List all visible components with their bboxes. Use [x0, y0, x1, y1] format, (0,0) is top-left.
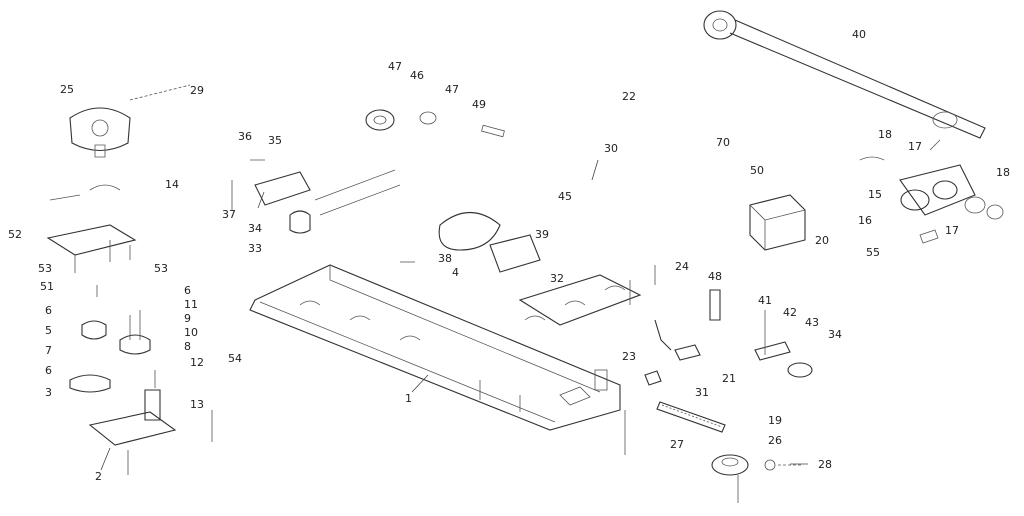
callout: 4 — [452, 266, 459, 279]
right-center-mechanism — [518, 265, 656, 326]
callout: 17 — [908, 140, 922, 153]
callout: 35 — [268, 134, 282, 147]
callout: 21 — [722, 372, 736, 385]
callout: 32 — [550, 272, 564, 285]
callout: 23 — [622, 350, 636, 363]
callout-labels: 1 2 3 4 5 6 6 6 7 8 9 10 11 12 13 14 15 … — [8, 28, 1010, 483]
callout: 16 — [858, 214, 872, 227]
callout: 6 — [184, 284, 191, 297]
callout: 10 — [184, 326, 198, 339]
callout: 6 — [45, 304, 52, 317]
callout: 24 — [675, 260, 689, 273]
callout: 50 — [750, 164, 764, 177]
callout: 55 — [866, 246, 880, 259]
callout: 41 — [758, 294, 772, 307]
callout: 34 — [248, 222, 262, 235]
callout: 53 — [154, 262, 168, 275]
callout: 17 — [945, 224, 959, 237]
motor-block — [749, 194, 806, 251]
callout: 70 — [716, 136, 730, 149]
callout: 52 — [8, 228, 22, 241]
callout: 54 — [228, 352, 242, 365]
left-mechanism-stack — [46, 84, 213, 475]
callout: 13 — [190, 398, 204, 411]
callout: 19 — [768, 414, 782, 427]
callout: 18 — [878, 128, 892, 141]
callout: 34 — [828, 328, 842, 341]
callout: 2 — [95, 470, 102, 483]
callout: 8 — [184, 340, 191, 353]
callout: 18 — [996, 166, 1010, 179]
callout: 5 — [45, 324, 52, 337]
callout: 51 — [40, 280, 54, 293]
chassis-frame — [249, 264, 621, 431]
callout: 43 — [805, 316, 819, 329]
spring-assembly — [754, 310, 813, 378]
callout: 40 — [852, 28, 866, 41]
callout: 12 — [190, 356, 204, 369]
callout: 39 — [535, 228, 549, 241]
callout: 25 — [60, 83, 74, 96]
callout: 48 — [708, 270, 722, 283]
callout: 1 — [405, 392, 412, 405]
callout: 28 — [818, 458, 832, 471]
right-gearbox — [859, 111, 1004, 244]
callout: 53 — [38, 262, 52, 275]
long-shaft — [703, 10, 986, 139]
callout: 26 — [768, 434, 782, 447]
callout: 47 — [445, 83, 459, 96]
callout: 38 — [438, 252, 452, 265]
callout: 9 — [184, 312, 191, 325]
carriage-plate — [400, 212, 541, 273]
callout: 14 — [165, 178, 179, 191]
callout: 31 — [695, 386, 709, 399]
callout: 11 — [184, 298, 198, 311]
leader-lines — [100, 159, 808, 471]
callout: 49 — [472, 98, 486, 111]
upper-gears — [365, 109, 505, 138]
callout: 22 — [622, 90, 636, 103]
callout: 30 — [604, 142, 618, 155]
callout: 6 — [45, 364, 52, 377]
callout: 45 — [558, 190, 572, 203]
callout: 46 — [410, 69, 424, 82]
drive-track — [624, 401, 803, 503]
callout: 27 — [670, 438, 684, 451]
callout: 33 — [248, 242, 262, 255]
callout: 29 — [190, 84, 204, 97]
callout: 36 — [238, 130, 252, 143]
small-levers — [644, 289, 721, 386]
callout: 7 — [45, 344, 52, 357]
callout: 42 — [783, 306, 797, 319]
callout: 47 — [388, 60, 402, 73]
callout: 3 — [45, 386, 52, 399]
callout: 37 — [222, 208, 236, 221]
callout: 15 — [868, 188, 882, 201]
callout: 20 — [815, 234, 829, 247]
